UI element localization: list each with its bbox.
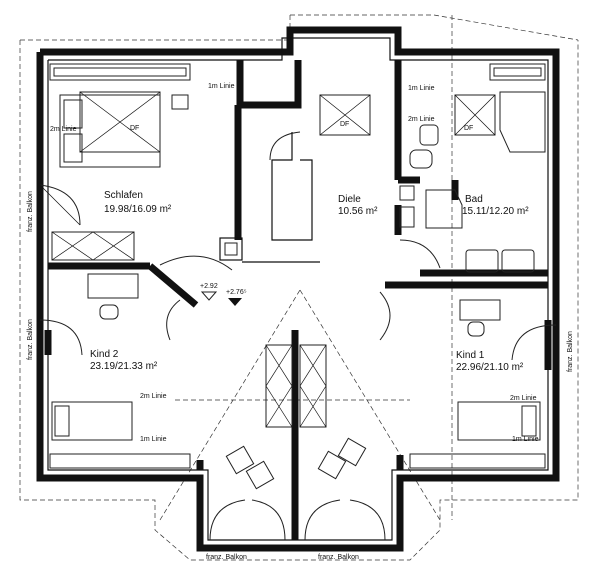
interior-walls — [44, 60, 552, 540]
balkon-label-kind2: franz. Balkon — [27, 319, 34, 360]
linie-2m-kind1: 2m Linie — [510, 395, 537, 402]
linie-2m-schlafen: 2m Linie — [50, 126, 77, 133]
level-markers — [200, 291, 242, 306]
doors — [39, 184, 557, 541]
balkon-label-schlafen: franz. Balkon — [27, 191, 34, 232]
balkon-label-kind1: franz. Balkon — [567, 331, 574, 372]
furniture — [51, 91, 546, 490]
room-area-kind1: 22.96/21.10 m² — [456, 362, 524, 373]
linie-2m-bad: 2m Linie — [408, 116, 435, 123]
roof-outline — [19, 14, 579, 561]
level-label-1: +2.92 — [200, 283, 218, 290]
room-area-bad: 15.11/12.20 m² — [462, 206, 529, 217]
roof-windows — [49, 63, 546, 469]
linie-1m-kind2: 1m Linie — [140, 436, 167, 443]
room-area-kind2: 23.19/21.33 m² — [90, 361, 158, 372]
room-name-kind2: Kind 2 — [90, 349, 119, 360]
room-name-schlafen: Schlafen — [104, 190, 143, 201]
df-label-diele: DF — [340, 121, 349, 128]
room-name-bad: Bad — [465, 194, 483, 205]
df-label-schlafen: DF — [130, 125, 139, 132]
level-label-2: +2.76⁵ — [226, 289, 247, 296]
room-area-diele: 10.56 m² — [338, 206, 378, 217]
room-area-schlafen: 19.98/16.09 m² — [104, 204, 172, 215]
room-name-diele: Diele — [338, 194, 361, 205]
balkon-label-south-left: franz. Balkon — [206, 554, 247, 561]
skylights — [79, 91, 496, 153]
linie-1m-bad: 1m Linie — [408, 85, 435, 92]
balkon-label-south-right: franz. Balkon — [318, 554, 359, 561]
linie-1m-kind1: 1m Linie — [512, 436, 539, 443]
outer-walls — [36, 26, 560, 552]
linie-2m-kind2: 2m Linie — [140, 393, 167, 400]
df-label-bad: DF — [464, 125, 473, 132]
room-name-kind1: Kind 1 — [456, 350, 485, 361]
linie-1m-schlafen: 1m Linie — [208, 83, 235, 90]
